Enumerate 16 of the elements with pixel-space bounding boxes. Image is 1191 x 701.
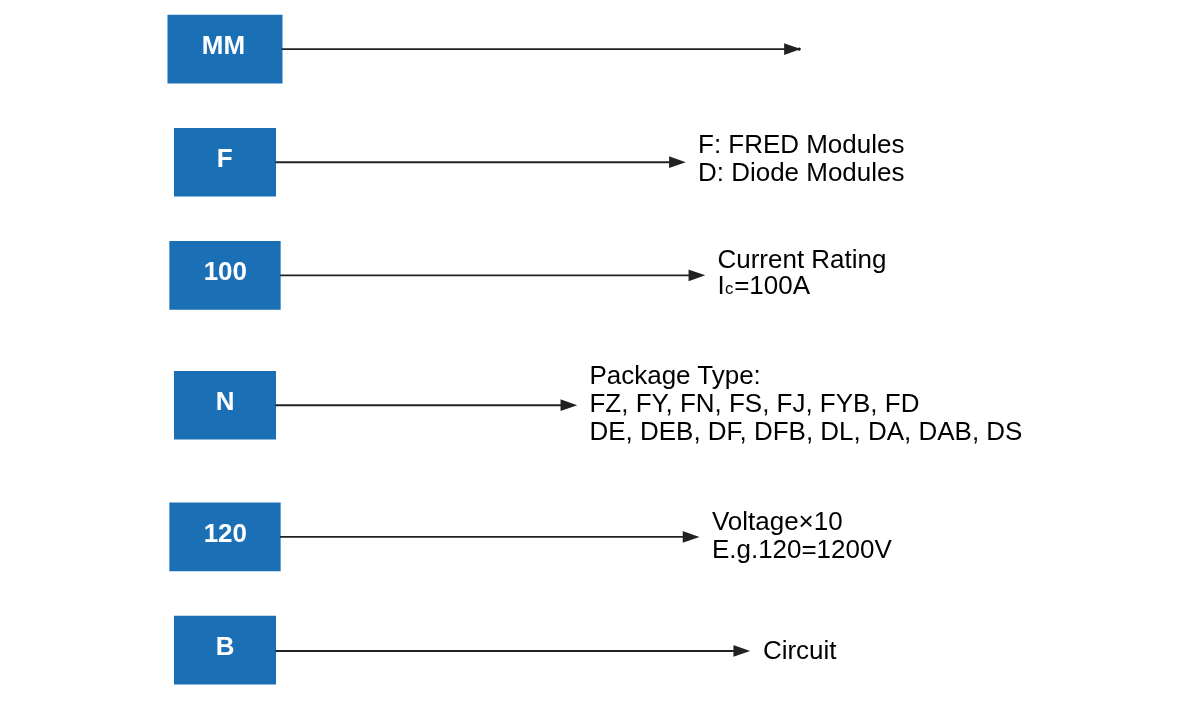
arrow (274, 156, 686, 169)
arrow (274, 645, 750, 657)
arrow (274, 399, 577, 412)
node-box: F (173, 127, 276, 197)
arrow (278, 269, 705, 282)
node-box: 100 (168, 241, 281, 310)
node-text: Voltage×10 E.g.120=1200V (711, 505, 892, 564)
node-box: MM (167, 14, 282, 84)
node-text: Current Rating Ic=100A (717, 244, 886, 301)
node-text: Package Type: FZ, FY, FN, FS, FJ, FYB, FD DE, DEB, DF, DFB, DL, DA, DAB, DS (589, 360, 1022, 446)
node-box: N (173, 370, 276, 440)
node-text: F: FRED Modules D: Diode Modules (697, 129, 904, 188)
node-text: Circuit (762, 634, 837, 665)
node-box: B (173, 615, 276, 685)
node-box: 120 (168, 502, 281, 572)
arrow (278, 531, 699, 543)
